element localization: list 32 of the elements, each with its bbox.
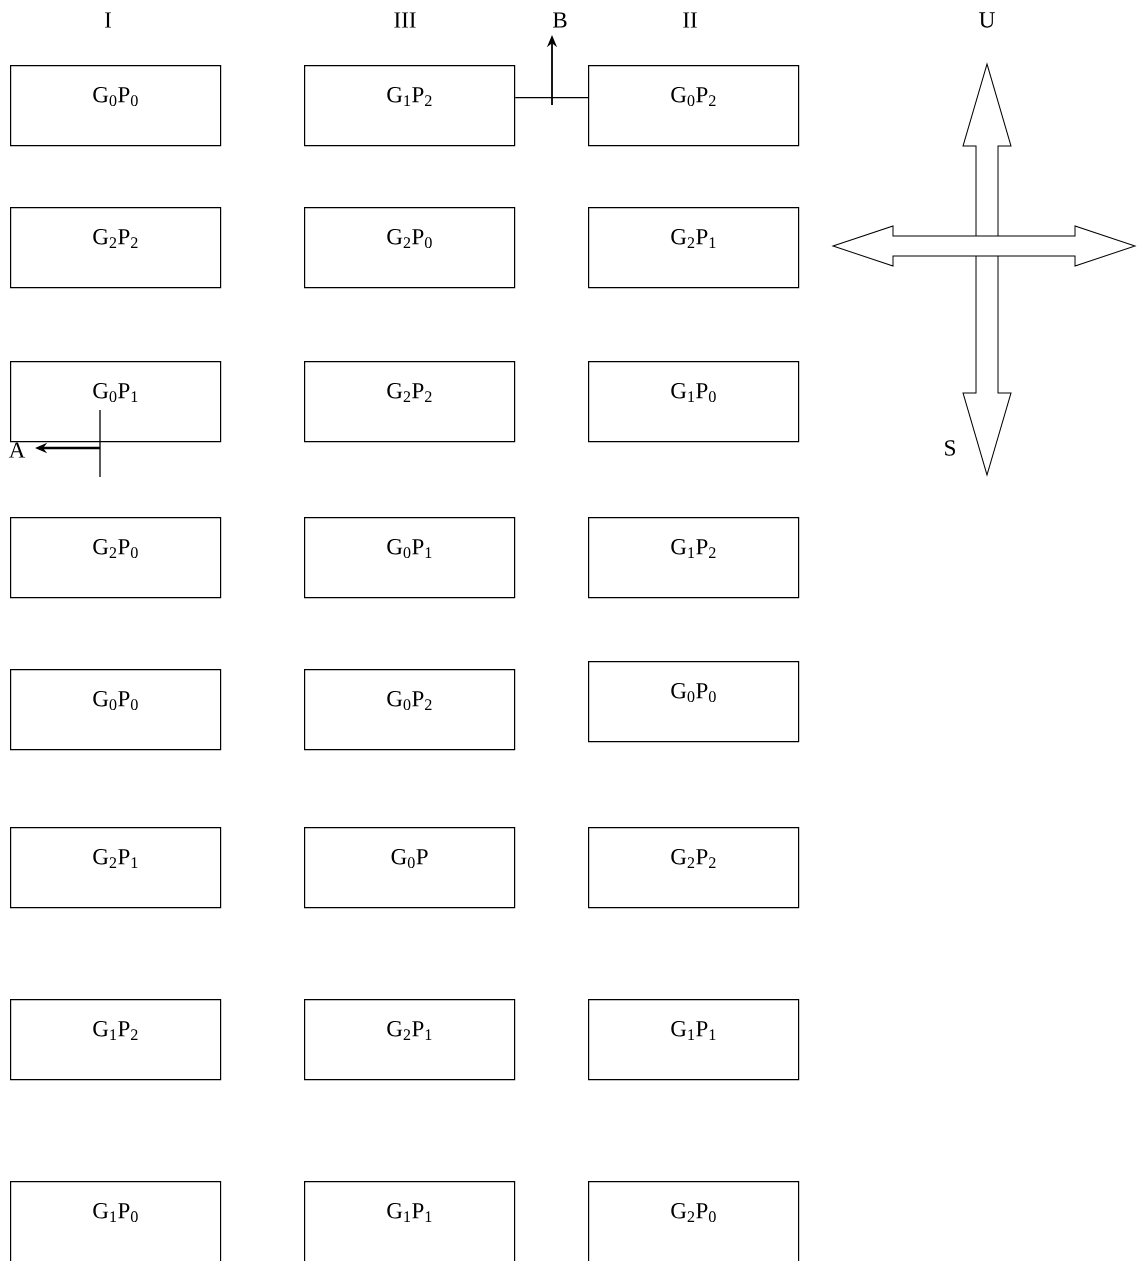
grid-box: G$_{1}$P$_{2}$ bbox=[10, 999, 222, 1081]
section-label: I bbox=[105, 12, 112, 28]
grid-box: G$_{2}$P$_{1}$ bbox=[588, 207, 800, 289]
grid-box: G$_{2}$P$_{0}$ bbox=[10, 517, 222, 599]
grid-box: G$_{2}$P$_{2}$ bbox=[10, 207, 222, 289]
grid-box: G$_{2}$P$_{0}$ bbox=[304, 207, 516, 289]
connector-line bbox=[514, 97, 589, 99]
grid-box: G$_{1}$P$_{0}$ bbox=[588, 361, 800, 443]
grid-box: G$_{1}$P$_{2}$ bbox=[304, 65, 516, 147]
grid-box: G$_{2}$P$_{2}$ bbox=[588, 827, 800, 909]
section-label: III bbox=[394, 12, 416, 28]
grid-box: G$_{1}$P$_{1}$ bbox=[304, 1181, 516, 1261]
grid-box: G$_{0}$P$_{0}$ bbox=[588, 661, 800, 743]
section-label: B bbox=[553, 12, 567, 28]
grid-box: G$_{0}$P$_{2}$ bbox=[304, 669, 516, 751]
grid-box: G$_{0}$P$_{1}$ bbox=[10, 361, 222, 443]
grid-box: G$_{1}$P$_{1}$ bbox=[588, 999, 800, 1081]
section-label: II bbox=[683, 12, 697, 28]
grid-box: G$_{1}$P$_{0}$ bbox=[10, 1181, 222, 1261]
grid-box: G$_{0}$P$_{0}$ bbox=[10, 65, 222, 147]
section-label: S bbox=[945, 440, 955, 456]
grid-box: G$_{0}$P$_{2}$ bbox=[588, 65, 800, 147]
grid-box: G$_{2}$P$_{1}$ bbox=[304, 999, 516, 1081]
section-label: A bbox=[8, 442, 26, 458]
grid-box: G$_{2}$P$_{1}$ bbox=[10, 827, 222, 909]
grid-box: G$_{0}$P$_{0}$ bbox=[10, 669, 222, 751]
grid-box: G$_{0}$P bbox=[304, 827, 516, 909]
grid-box: G$_{0}$P$_{1}$ bbox=[304, 517, 516, 599]
grid-box: G$_{2}$P$_{2}$ bbox=[304, 361, 516, 443]
grid-box: G$_{2}$P$_{0}$ bbox=[588, 1181, 800, 1261]
section-label: U bbox=[979, 12, 995, 28]
grid-box: G$_{1}$P$_{2}$ bbox=[588, 517, 800, 599]
